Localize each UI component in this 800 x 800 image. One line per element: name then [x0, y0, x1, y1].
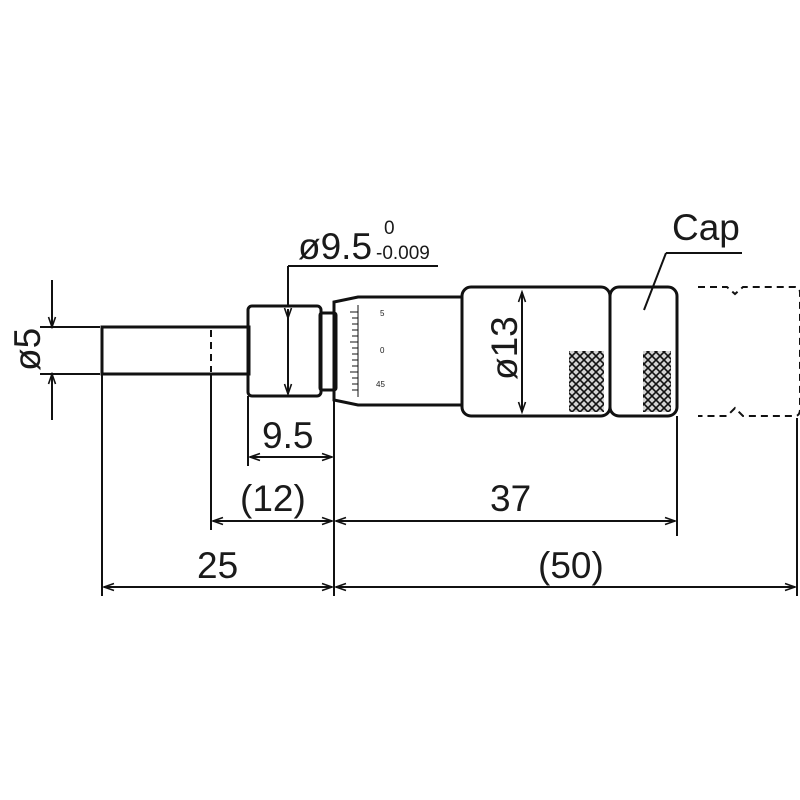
thimble-length-label: 37 [490, 478, 531, 519]
sleeve-tol-upper: 0 [384, 218, 395, 239]
micrometer-body: 5 0 45 [100, 285, 800, 418]
thimble-scale-5: 5 [380, 309, 385, 318]
dim-stem-diameter: ø5 [7, 280, 52, 420]
stem-length-label: (12) [240, 478, 306, 519]
phantom-ratchet [698, 286, 800, 417]
thimble-scale-45: 45 [376, 380, 385, 389]
graduated-thimble [332, 295, 464, 407]
dim-total-length: (50) [336, 545, 795, 587]
thimble-scale-ticks [350, 305, 359, 397]
total-length-label: (50) [538, 545, 604, 586]
sleeve-tol-lower: -0.009 [376, 243, 430, 264]
thimble-diameter-label: ø13 [484, 316, 525, 380]
dim-stem-length: (12) [213, 478, 332, 521]
cap [608, 285, 679, 418]
sleeve-neck [318, 311, 338, 392]
spindle-length-label: 25 [197, 545, 238, 586]
cap-callout: Cap [643, 207, 742, 311]
mounting-sleeve [246, 304, 323, 398]
dim-spindle-length: 25 [104, 545, 332, 587]
sleeve-length-label: 9.5 [262, 415, 313, 456]
barrel-knurl [569, 351, 604, 412]
cap-label: Cap [672, 207, 740, 248]
dim-thimble-diameter: ø13 [484, 292, 525, 412]
dim-sleeve-diameter: ø9.5 0 -0.009 [288, 218, 438, 394]
dim-sleeve-length: 9.5 [250, 415, 332, 457]
extension-lines [40, 326, 798, 596]
cap-knurl [643, 351, 671, 412]
sleeve-diameter-label: ø9.5 [298, 226, 372, 267]
spindle [100, 325, 251, 376]
stem-diameter-label: ø5 [7, 328, 48, 371]
dim-thimble-length: 37 [336, 478, 675, 521]
thimble-scale-0: 0 [380, 346, 385, 355]
